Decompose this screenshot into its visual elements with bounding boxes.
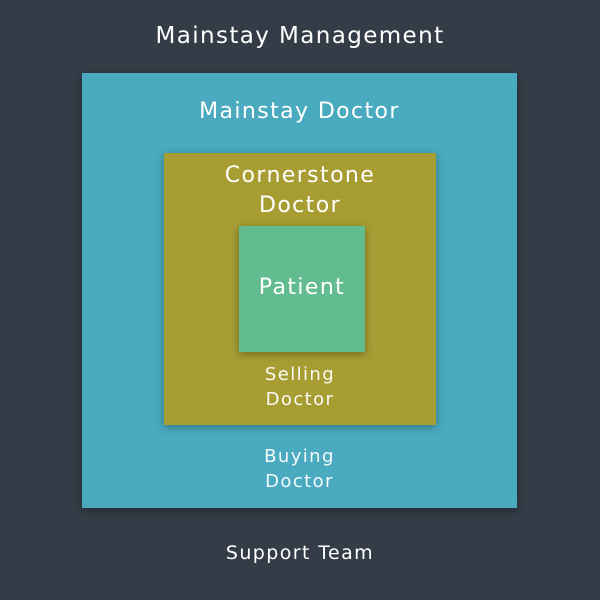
buying-doctor-label-line-1: Buying [264,446,335,467]
support-team-label: Support Team [225,542,375,564]
cornerstone-doctor-label-line-2: Doctor [258,193,342,218]
diagram-title: Mainstay Management [155,23,445,49]
cornerstone-doctor-box: Cornerstone Doctor Patient Selling Docto… [164,153,436,425]
buying-doctor-label-line-2: Doctor [265,471,334,492]
cornerstone-doctor-label: Cornerstone Doctor [164,161,436,221]
patient-box: Patient [239,226,365,352]
mainstay-doctor-box: Mainstay Doctor Cornerstone Doctor Patie… [82,73,517,508]
buying-doctor-label: Buying Doctor [82,444,517,494]
patient-label: Patient [258,275,346,300]
selling-doctor-label: Selling Doctor [164,362,436,412]
selling-doctor-label-line-2: Doctor [265,389,335,410]
selling-doctor-label-line-1: Selling [264,364,336,385]
mainstay-doctor-label: Mainstay Doctor [199,99,400,124]
cornerstone-doctor-label-line-1: Cornerstone [224,163,376,188]
